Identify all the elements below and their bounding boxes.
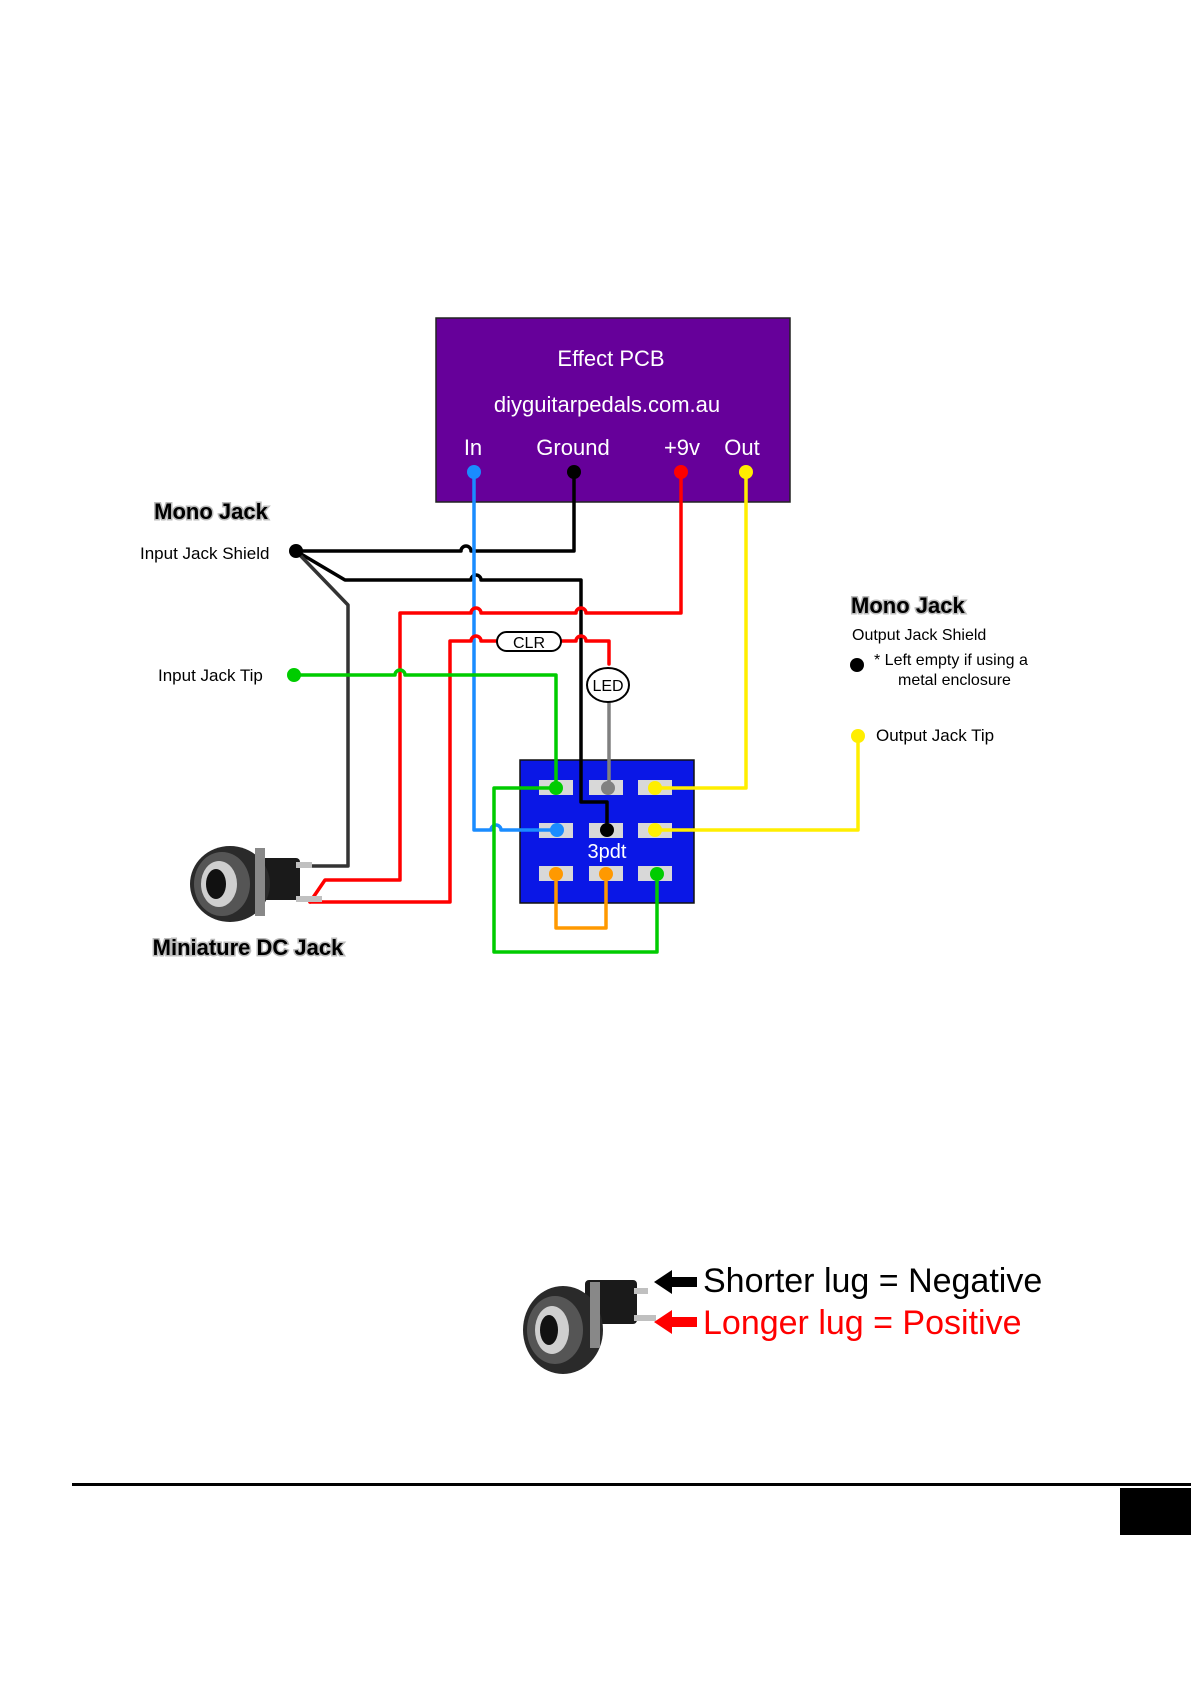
pcb-pad-ground-label: Ground: [536, 435, 609, 460]
wire-ground-dc: [296, 551, 348, 866]
pcb-pad-out-label: Out: [724, 435, 759, 460]
input-shield-dot: [289, 544, 303, 558]
wire-input-tip: [294, 670, 556, 788]
input-jack-shield-label: Input Jack Shield: [140, 544, 269, 563]
clr-label: CLR: [513, 635, 545, 652]
dc-jack-image: [190, 846, 322, 922]
output-jack-shield-label: Output Jack Shield: [852, 627, 986, 644]
polarity-positive-label: Longer lug = Positive: [703, 1304, 1021, 1342]
output-jack-heading: Mono Jack: [851, 593, 965, 618]
pcb-title: Effect PCB: [557, 346, 664, 371]
led-label: LED: [592, 678, 623, 695]
footer-rule: [72, 1483, 1191, 1486]
output-shield-dot: [850, 658, 864, 672]
switch-lug-1-dot: [549, 781, 563, 795]
switch-lug-9-dot: [650, 867, 664, 881]
output-jack-note-1: * Left empty if using a: [874, 652, 1028, 669]
pcb-pad-9v-dot: [674, 465, 688, 479]
switch-lug-4-dot: [550, 823, 564, 837]
output-jack-note-2: metal enclosure: [898, 672, 1011, 689]
wire-clr: [562, 636, 609, 664]
pcb-pad-9v-label: +9v: [664, 435, 700, 460]
pcb-pad-in-label: In: [464, 435, 482, 460]
switch-lug-8-dot: [599, 867, 613, 881]
wire-out: [655, 472, 746, 788]
pcb-pad-ground-dot: [567, 465, 581, 479]
pcb-pad-out-dot: [739, 465, 753, 479]
pcb-pad-in-dot: [467, 465, 481, 479]
arrow-negative-icon: [654, 1270, 697, 1294]
output-tip-dot: [851, 729, 865, 743]
output-jack-tip-label: Output Jack Tip: [876, 726, 994, 745]
dc-jack-polarity-image: [523, 1280, 656, 1374]
switch-lug-6-dot: [648, 823, 662, 837]
pcb-website: diyguitarpedals.com.au: [494, 392, 720, 417]
input-jack-tip-label: Input Jack Tip: [158, 666, 263, 685]
arrow-positive-icon: [654, 1310, 697, 1334]
polarity-negative-label: Shorter lug = Negative: [703, 1262, 1042, 1300]
page-number-tab: [1120, 1488, 1191, 1535]
switch-label: 3pdt: [588, 841, 627, 863]
input-tip-dot: [287, 668, 301, 682]
input-jack-heading: Mono Jack: [154, 499, 268, 524]
dc-jack-label: Miniature DC Jack: [153, 935, 344, 960]
switch-lug-5-dot: [600, 823, 614, 837]
switch-lug-2-dot: [601, 781, 615, 795]
switch-lug-3-dot: [648, 781, 662, 795]
switch-lug-7-dot: [549, 867, 563, 881]
